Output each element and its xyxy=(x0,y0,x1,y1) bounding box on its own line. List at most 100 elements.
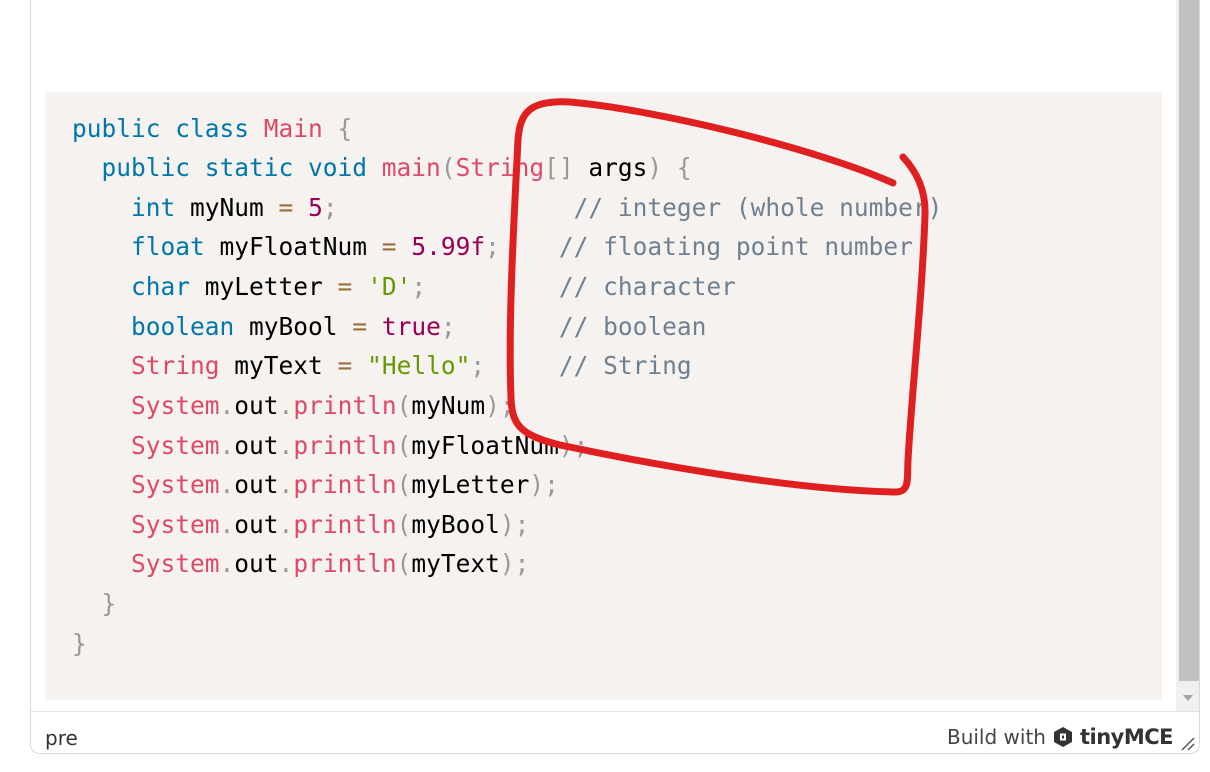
code-token xyxy=(352,351,367,380)
code-token: myLetter xyxy=(204,272,338,301)
code-token: ( xyxy=(440,153,456,182)
code-token: static xyxy=(204,153,309,182)
code-token: // integer (whole number) xyxy=(573,193,943,222)
code-token: ( xyxy=(396,391,412,420)
code-token: ); xyxy=(499,549,530,578)
branding-link[interactable]: Build with tinyMCE xyxy=(946,724,1174,750)
code-token xyxy=(456,312,559,341)
code-token: myBool xyxy=(249,312,353,341)
code-token: . xyxy=(219,470,235,499)
build-with-label: Build with xyxy=(946,725,1046,749)
code-token: String xyxy=(455,153,545,182)
code-token: 5 xyxy=(308,193,323,222)
code-token: System xyxy=(72,391,220,420)
code-token: public xyxy=(72,153,205,182)
code-token: = xyxy=(381,232,397,261)
code-token xyxy=(293,193,308,222)
code-token: args xyxy=(573,153,648,182)
code-line: String myText = "Hello"; // String xyxy=(72,346,692,386)
code-token: 'D' xyxy=(367,272,412,301)
code-token: myText xyxy=(411,549,500,578)
code-token: . xyxy=(278,431,294,460)
code-token: myFloatNum xyxy=(411,431,559,460)
code-token: . xyxy=(278,470,294,499)
code-token xyxy=(352,272,367,301)
element-path[interactable]: pre xyxy=(45,726,78,750)
tinymce-logo-icon xyxy=(1053,727,1072,747)
code-token: myFloatNum xyxy=(219,232,382,261)
code-token: = xyxy=(352,312,368,341)
code-line: char myLetter = 'D'; // character xyxy=(72,267,736,307)
code-line: public static void main(String[] args) { xyxy=(72,148,692,188)
code-token: myBool xyxy=(411,510,500,539)
code-token: System xyxy=(72,470,220,499)
code-token: ( xyxy=(396,470,412,499)
code-token: // character xyxy=(558,272,736,301)
code-token: println xyxy=(293,549,397,578)
code-token: 5.99f xyxy=(411,232,486,261)
code-line: } xyxy=(72,624,87,664)
code-token xyxy=(485,351,559,380)
code-token: ) xyxy=(647,153,663,182)
code-token: // boolean xyxy=(558,312,707,341)
code-token: . xyxy=(219,391,235,420)
code-token: . xyxy=(219,431,235,460)
code-token xyxy=(500,232,559,261)
code-token: myNum xyxy=(411,391,486,420)
code-token: { xyxy=(322,114,353,143)
code-token: ; xyxy=(470,351,486,380)
code-line: System.out.println(myLetter); xyxy=(72,465,559,505)
tinymce-brand: tinyMCE xyxy=(1079,725,1174,749)
code-token: ( xyxy=(396,431,412,460)
code-token: println xyxy=(293,470,397,499)
code-token: myLetter xyxy=(411,470,530,499)
code-token: ( xyxy=(396,510,412,539)
code-token: boolean xyxy=(72,312,250,341)
code-line: System.out.println(myNum); xyxy=(72,386,515,426)
code-token: ); xyxy=(499,510,530,539)
code-token: myNum xyxy=(190,193,279,222)
code-token: . xyxy=(278,510,294,539)
editor-content-area[interactable]: public class Main { public static void m… xyxy=(31,0,1175,711)
code-token: out xyxy=(234,549,279,578)
code-line: } xyxy=(72,584,117,624)
code-token: System xyxy=(72,549,220,578)
code-token: [] xyxy=(544,153,574,182)
code-token: ; xyxy=(440,312,456,341)
code-token: out xyxy=(234,470,279,499)
code-line: System.out.println(myFloatNum); xyxy=(72,426,588,466)
code-token: public xyxy=(72,114,176,143)
resize-handle-icon[interactable] xyxy=(1179,735,1195,751)
code-token xyxy=(338,193,574,222)
code-token: out xyxy=(234,510,279,539)
code-token: System xyxy=(72,431,220,460)
code-token: ); xyxy=(558,431,589,460)
code-token: ); xyxy=(485,391,515,420)
scroll-down-arrow-icon[interactable] xyxy=(1183,695,1193,701)
scrollbar-thumb[interactable] xyxy=(1179,0,1199,681)
editor-frame: public class Main { public static void m… xyxy=(30,0,1200,754)
code-token: } xyxy=(72,629,87,658)
code-token: println xyxy=(293,431,397,460)
code-token: ; xyxy=(322,193,338,222)
code-token: = xyxy=(278,193,294,222)
code-token: void xyxy=(308,153,382,182)
code-token xyxy=(426,272,559,301)
vertical-scrollbar[interactable] xyxy=(1176,0,1199,711)
code-token xyxy=(367,312,382,341)
code-token: true xyxy=(381,312,441,341)
code-token: = xyxy=(337,351,353,380)
code-line: public class Main { xyxy=(72,109,352,149)
code-token: System xyxy=(72,510,220,539)
code-line: boolean myBool = true; // boolean xyxy=(72,307,706,347)
code-token: ; xyxy=(485,232,500,261)
code-token: println xyxy=(293,391,397,420)
code-token: main xyxy=(381,153,441,182)
code-line: float myFloatNum = 5.99f; // floating po… xyxy=(72,227,913,267)
code-token: float xyxy=(72,232,220,261)
code-block[interactable]: public class Main { public static void m… xyxy=(45,92,1162,700)
code-token: } xyxy=(72,589,117,618)
code-token: String xyxy=(72,351,235,380)
code-line: System.out.println(myText); xyxy=(72,544,529,584)
code-token: myText xyxy=(234,351,338,380)
